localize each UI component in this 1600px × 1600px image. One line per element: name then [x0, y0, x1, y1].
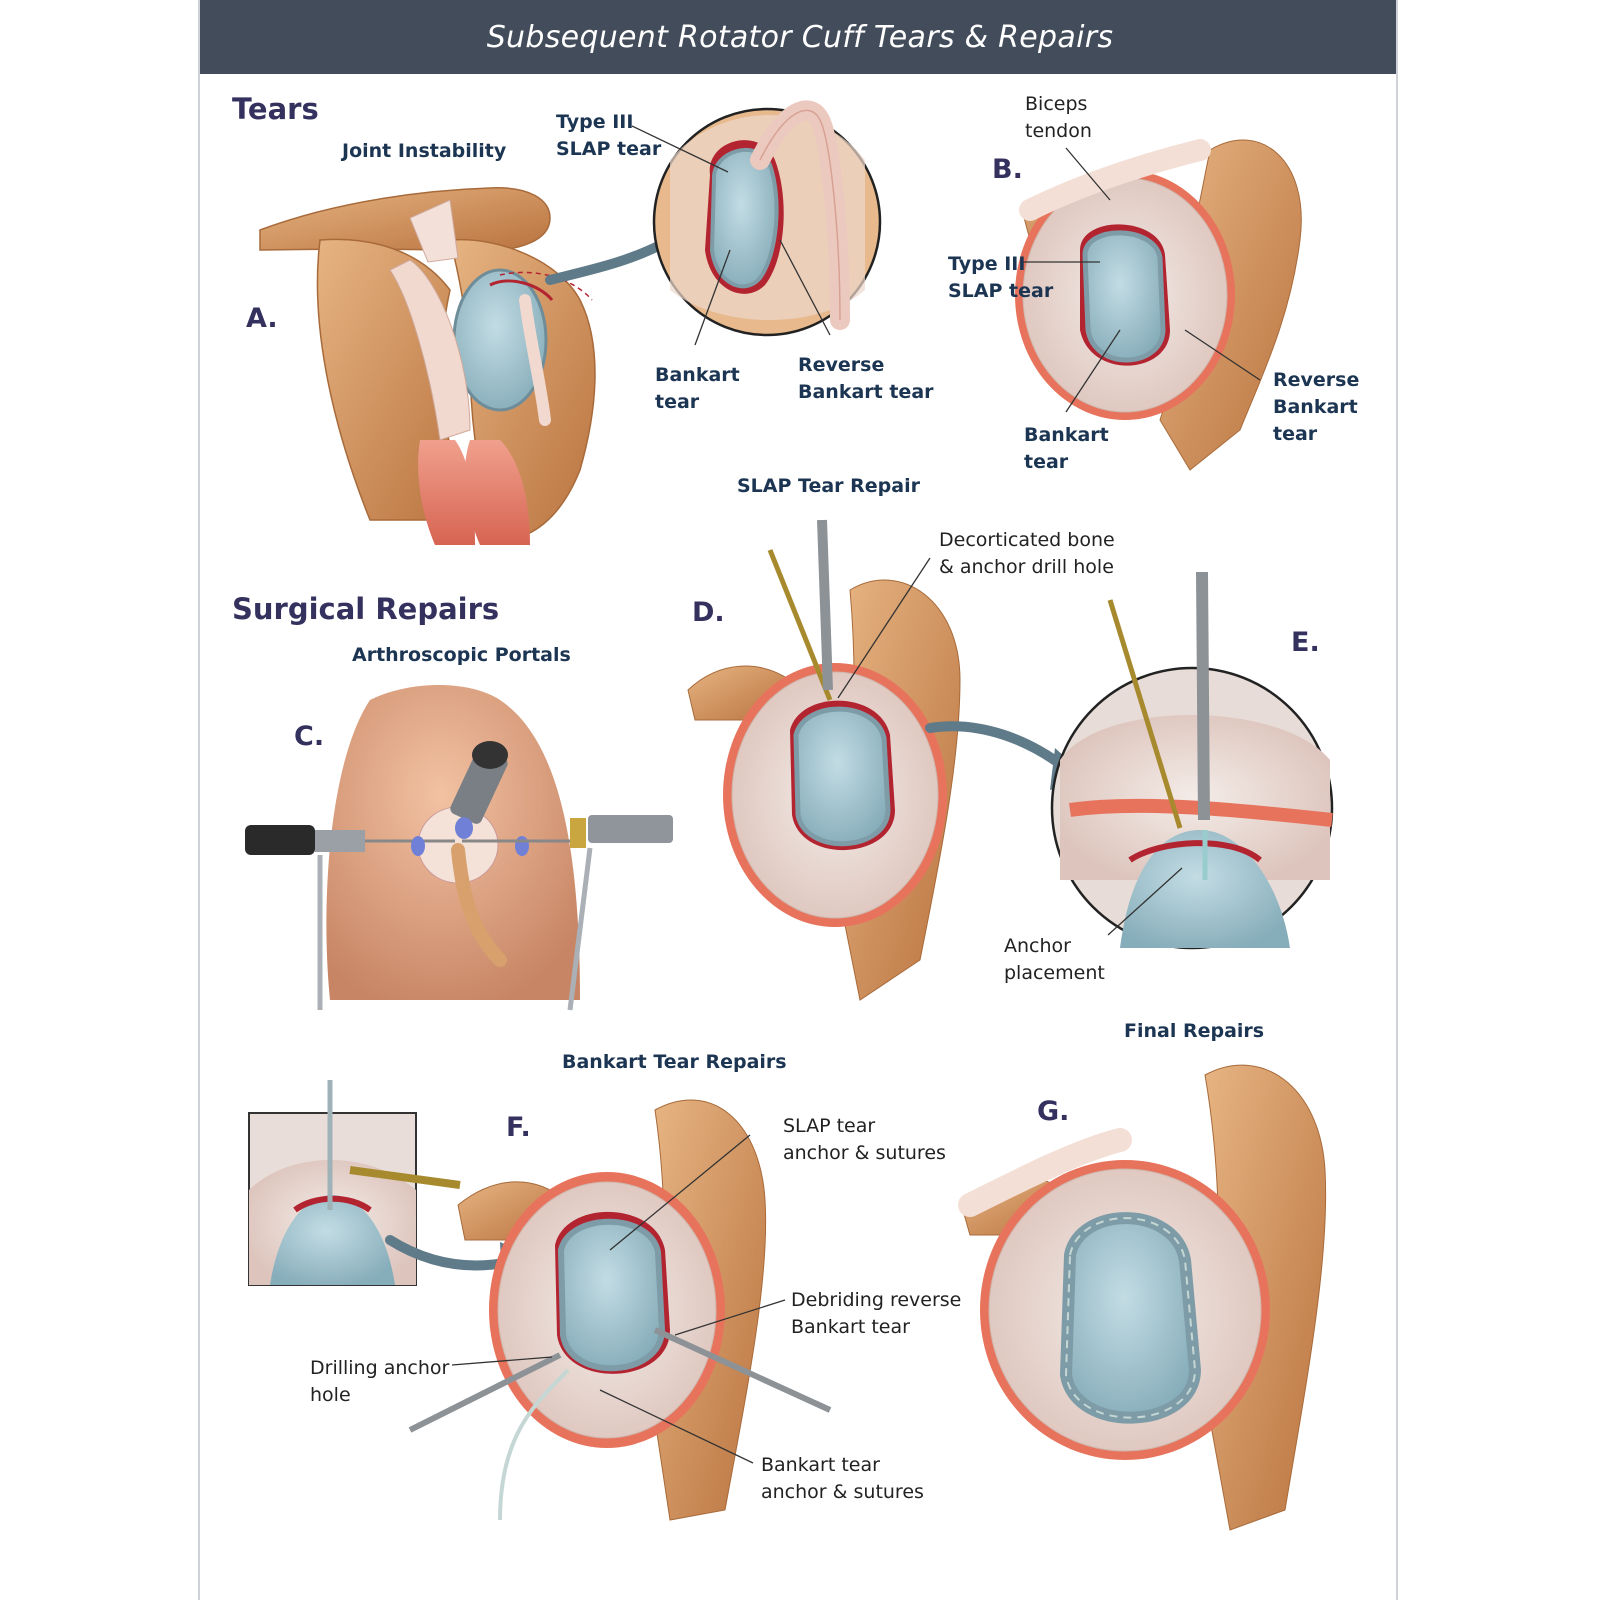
illustration-e-anchor: [1050, 571, 1334, 950]
label-e-anchor-placement: Anchor placement: [1004, 935, 1105, 984]
illustration-g-final: [958, 1064, 1327, 1531]
illustration-a-zoom: [631, 100, 882, 346]
label-b-biceps-tendon: Biceps tendon: [1025, 93, 1092, 142]
illustration-c-portals: [245, 685, 673, 1011]
label-b-reverse-bankart-tear: Reverse Bankart tear: [1273, 369, 1360, 445]
subtitle-arthroscopic-portals: Arthroscopic Portals: [352, 644, 571, 666]
label-d-decorticated-bone: Decorticated bone & anchor drill hole: [939, 529, 1115, 578]
subtitle-joint-instability: Joint Instability: [342, 140, 507, 162]
panel-letter-a: A.: [246, 303, 278, 334]
illustration-d-slap-repair: [687, 519, 1090, 1001]
label-f-drilling-anchor-hole: Drilling anchor hole: [310, 1357, 450, 1406]
panel-letter-f: F.: [506, 1112, 531, 1143]
label-f-bankart-anchor-sutures: Bankart tear anchor & sutures: [761, 1454, 924, 1503]
illustration-a-shoulder: [259, 187, 695, 545]
label-f-debriding-reverse-bankart: Debriding reverse Bankart tear: [791, 1289, 962, 1338]
illustration-f-inset: [248, 1080, 535, 1286]
label-a-type-iii-slap-tear: Type III SLAP tear: [556, 111, 662, 160]
panel-letter-g: G.: [1037, 1096, 1070, 1127]
label-a-bankart-tear: Bankart tear: [655, 364, 740, 413]
subtitle-final-repairs: Final Repairs: [1124, 1020, 1265, 1042]
subtitle-slap-tear-repair: SLAP Tear Repair: [737, 475, 920, 497]
page: Subsequent Rotator Cuff Tears & Repairs: [198, 0, 1398, 1600]
panel-letter-d: D.: [692, 597, 725, 628]
illustration-f-bankart-repair: [408, 1099, 832, 1521]
panel-letter-c: C.: [294, 721, 325, 752]
panel-letter-e: E.: [1291, 627, 1320, 658]
label-b-type-iii-slap-tear: Type III SLAP tear: [948, 253, 1054, 302]
subtitle-bankart-tear-repairs: Bankart Tear Repairs: [562, 1051, 787, 1073]
section-tears: Tears: [232, 92, 319, 126]
label-a-reverse-bankart-tear: Reverse Bankart tear: [798, 354, 934, 403]
panel-letter-b: B.: [992, 154, 1023, 185]
title-bar: Subsequent Rotator Cuff Tears & Repairs: [200, 0, 1396, 74]
illustration-b-glenoid: [1015, 139, 1302, 471]
section-surgical-repairs: Surgical Repairs: [232, 592, 500, 626]
label-f-slap-anchor-sutures: SLAP tear anchor & sutures: [783, 1115, 946, 1164]
page-title: Subsequent Rotator Cuff Tears & Repairs: [486, 19, 1114, 55]
label-b-bankart-tear: Bankart tear: [1024, 424, 1109, 473]
illustrations: [245, 100, 1334, 1531]
